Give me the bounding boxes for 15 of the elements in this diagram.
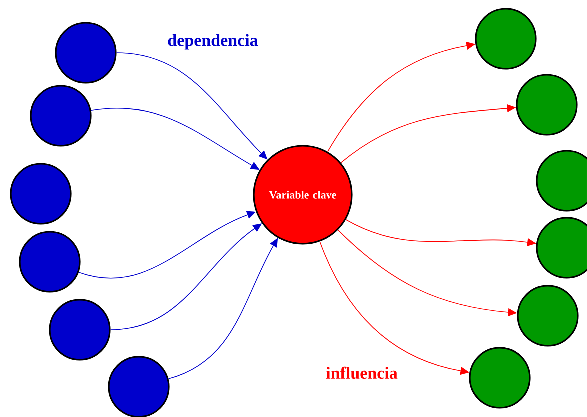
circle-node	[10, 163, 72, 225]
diagram-label: dependencia	[168, 34, 258, 50]
circle-node	[30, 85, 92, 147]
diagram-label: influencia	[326, 366, 398, 380]
circle-node	[469, 347, 531, 409]
circle-node: Variable clave	[253, 145, 353, 245]
circle-node	[49, 299, 111, 361]
circle-node	[536, 217, 587, 279]
circle-node	[536, 150, 587, 212]
circle-node	[108, 356, 170, 417]
circle-node	[475, 8, 537, 70]
circle-node	[516, 74, 578, 136]
circle-node	[19, 231, 81, 293]
circle-node	[517, 285, 579, 347]
circle-node	[55, 22, 117, 84]
